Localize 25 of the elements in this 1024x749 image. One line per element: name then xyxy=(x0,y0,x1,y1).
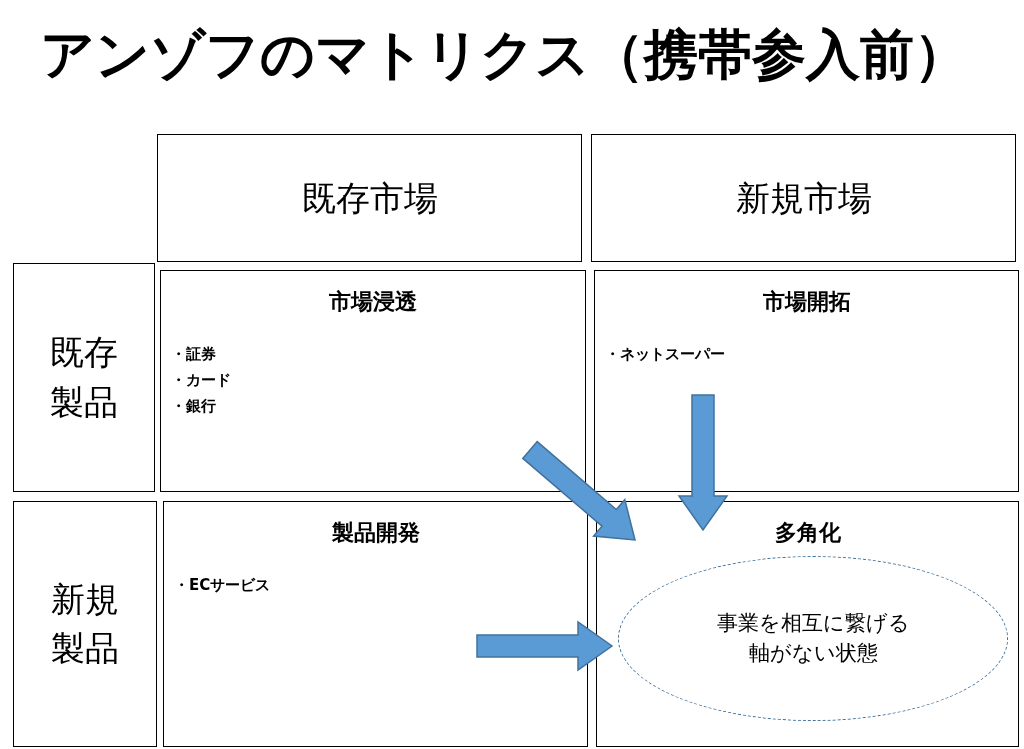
block-arrow xyxy=(521,440,636,541)
row-header-text: 新規製品 xyxy=(50,577,120,670)
quadrant-heading: 多角化 xyxy=(773,519,842,547)
bullet-item: ・ECサービス xyxy=(174,575,271,596)
block-arrow xyxy=(677,394,729,532)
title: アンゾフのマトリクス（携帯参入前） xyxy=(40,28,968,82)
quadrant-cell xyxy=(163,501,588,747)
column-header-text: 既存市場 xyxy=(301,176,438,220)
quadrant-heading: 製品開発 xyxy=(330,519,421,547)
row-header-text: 既存製品 xyxy=(49,331,119,424)
quadrant-cell xyxy=(160,270,586,492)
bullet-item: ・カード xyxy=(171,370,231,391)
header-cell xyxy=(157,134,582,262)
block-arrow xyxy=(476,620,614,672)
header-cell xyxy=(13,263,155,492)
bullet-item: ・証券 xyxy=(171,344,217,365)
ellipse-text: 事業を相互に繋げる軸がない状態 xyxy=(715,610,911,667)
bullet-item: ・銀行 xyxy=(171,396,217,417)
header-cell xyxy=(13,501,157,747)
header-cell xyxy=(591,134,1016,262)
quadrant-heading: 市場浸透 xyxy=(328,288,418,316)
bullet-item: ・ネットスーパー xyxy=(605,344,725,365)
quadrant-heading: 市場開拓 xyxy=(761,288,852,316)
quadrant-cell xyxy=(594,270,1019,492)
column-header-text: 新規市場 xyxy=(735,176,872,220)
